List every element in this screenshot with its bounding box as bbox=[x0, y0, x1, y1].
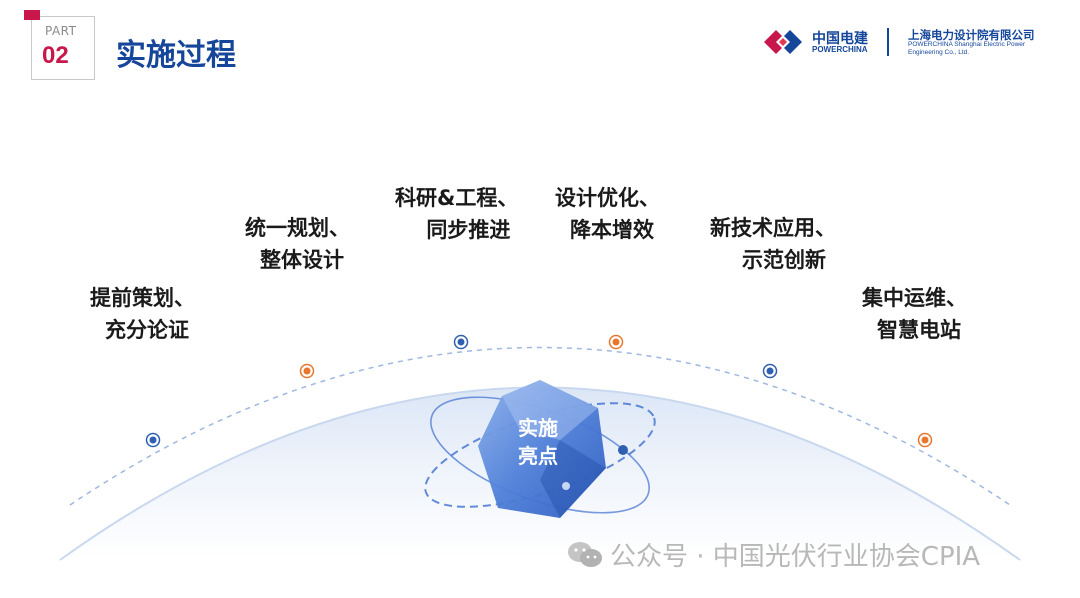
step-pin bbox=[453, 280, 469, 350]
part-accent-bar bbox=[24, 10, 40, 20]
step-line1: 集中运维、 bbox=[862, 286, 967, 310]
part-box bbox=[31, 16, 95, 80]
step-line1: 设计优化、 bbox=[555, 186, 660, 210]
powerchina-logo-icon bbox=[764, 30, 802, 54]
step-pin bbox=[762, 308, 778, 379]
step-line2: 智慧电站 bbox=[877, 318, 961, 342]
step-pin bbox=[299, 308, 315, 379]
step-line1: 科研&工程、 bbox=[395, 186, 519, 210]
step-line1: 提前策划、 bbox=[90, 286, 195, 310]
step-line2: 充分论证 bbox=[105, 318, 189, 342]
orbit-dot bbox=[562, 482, 570, 490]
logo-company-cn: 上海电力设计院有限公司 bbox=[908, 28, 1035, 42]
dashed-arc bbox=[69, 346, 1011, 506]
logo-company-en-line2: Engineering Co., Ltd. bbox=[908, 49, 970, 56]
logo-divider bbox=[887, 28, 889, 56]
core-label: 实施 亮点 bbox=[500, 414, 576, 470]
orbit-dot bbox=[618, 445, 628, 455]
pin-dot bbox=[457, 338, 465, 346]
step-label-innovation: 新技术应用、 示范创新 bbox=[710, 212, 836, 276]
part-number: 02 bbox=[42, 42, 69, 69]
core-gem-facet bbox=[540, 440, 606, 518]
pin-dot bbox=[612, 338, 620, 346]
step-line2: 示范创新 bbox=[742, 248, 826, 272]
step-pin bbox=[145, 378, 161, 448]
pin-dot bbox=[766, 367, 774, 375]
core-label-line1: 实施 bbox=[518, 416, 558, 440]
step-label-design: 统一规划、 整体设计 bbox=[245, 212, 350, 276]
core-graphic bbox=[424, 380, 656, 518]
logo-company-en: POWERCHINA Shanghai Electric Power Engin… bbox=[908, 41, 1068, 57]
part-label: PART bbox=[45, 24, 77, 38]
step-line1: 统一规划、 bbox=[245, 216, 350, 240]
step-label-research: 科研&工程、 同步推进 bbox=[395, 182, 518, 246]
page-title: 实施过程 bbox=[116, 38, 236, 73]
step-label-operation: 集中运维、 智慧电站 bbox=[862, 282, 967, 346]
step-line2: 降本增效 bbox=[570, 218, 654, 242]
step-pin bbox=[917, 378, 933, 448]
pin-dot bbox=[921, 436, 929, 444]
logo-brand-en: POWERCHINA bbox=[812, 45, 868, 54]
step-line1: 新技术应用、 bbox=[710, 216, 836, 240]
logo-company-en-line1: POWERCHINA Shanghai Electric Power bbox=[908, 41, 1026, 48]
core-gem-facet bbox=[502, 380, 598, 440]
core-label-line2: 亮点 bbox=[518, 444, 558, 468]
step-label-planning: 提前策划、 充分论证 bbox=[90, 282, 195, 346]
company-logo: 中国电建 POWERCHINA 上海电力设计院有限公司 POWERCHINA S… bbox=[762, 24, 1062, 60]
step-label-optimization: 设计优化、 降本增效 bbox=[555, 182, 660, 246]
step-pin bbox=[608, 280, 624, 350]
pin-dot bbox=[149, 436, 157, 444]
step-line2: 整体设计 bbox=[260, 248, 344, 272]
step-line2: 同步推进 bbox=[426, 218, 511, 242]
watermark-text: 公众号 · 中国光伏行业协会CPIA bbox=[610, 542, 981, 572]
wechat-icon bbox=[568, 542, 602, 567]
pin-dot bbox=[303, 367, 311, 375]
logo-brand-cn: 中国电建 bbox=[812, 31, 868, 47]
